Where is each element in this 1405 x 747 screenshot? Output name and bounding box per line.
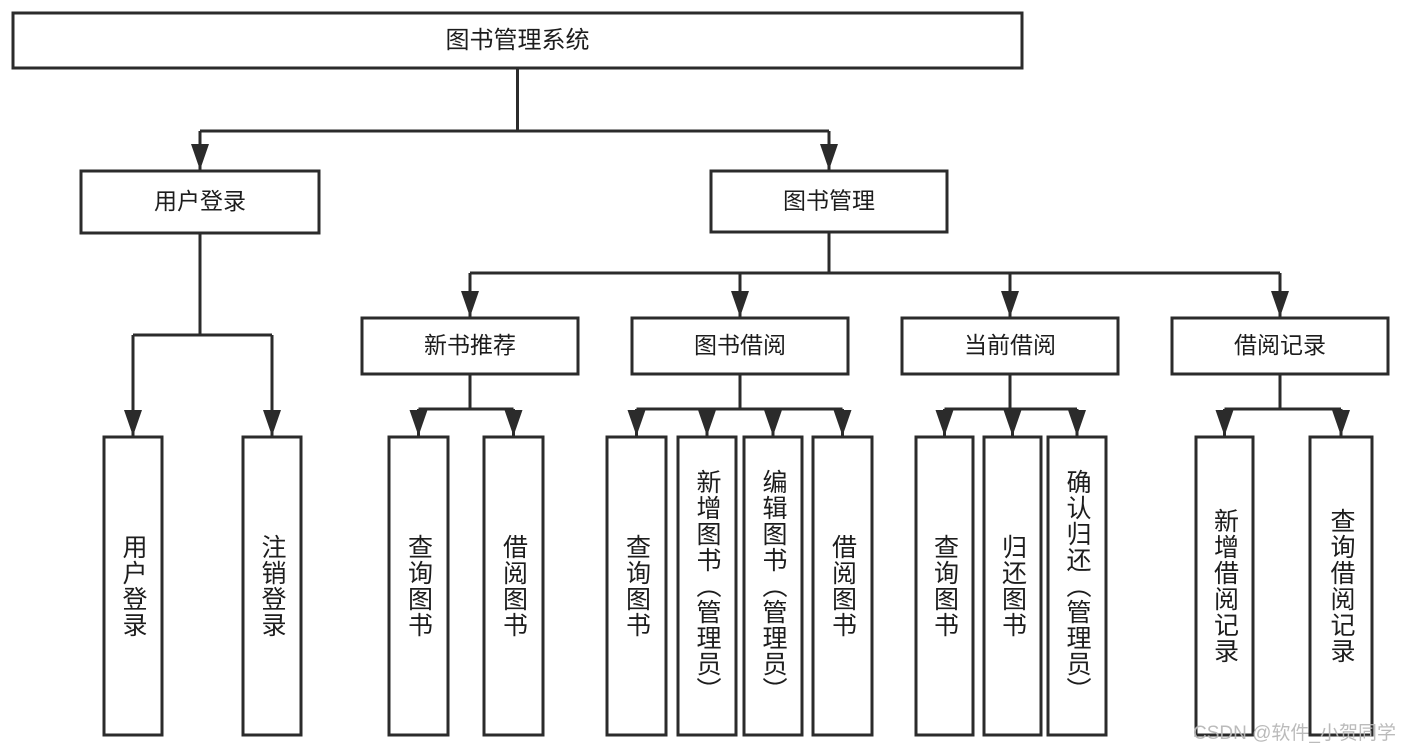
arrow-head-icon [627,410,646,436]
node-label-book-borrow: 图书借阅 [694,332,786,358]
arrow-head-icon [731,291,749,317]
arrow-head-icon [124,410,142,436]
arrow-head-icon [764,410,782,436]
arrow-head-icon [461,291,479,317]
node-box-user-login[interactable] [79,169,321,235]
node-box-current-borrow[interactable] [900,316,1120,376]
connector-layer [124,68,1350,436]
node-box-leaf-logout[interactable] [241,435,303,737]
arrow-head-icon [1332,410,1350,436]
node-box-leaf-user-login[interactable] [102,435,164,737]
csdn-watermark: CSDN @软件_小贺同学 [1193,723,1396,744]
node-box-leaf-add-book-admin[interactable] [676,435,738,737]
arrow-head-icon [504,410,523,436]
arrow-head-icon [833,410,852,436]
node-box-leaf-confirm-return-admin[interactable] [1046,435,1108,737]
node-box-leaf-edit-book-admin[interactable] [742,435,804,737]
arrow-head-icon [191,144,209,170]
arrow-head-icon [1001,291,1019,317]
arrow-head-icon [1215,410,1234,436]
node-box-root[interactable] [11,11,1024,70]
node-label-root: 图书管理系统 [446,27,590,54]
arrow-head-icon [409,410,428,436]
node-box-book-borrow[interactable] [630,316,850,376]
arrow-head-icon [1003,410,1022,436]
arrow-head-icon [263,410,281,436]
node-box-leaf-query-borrow-record[interactable] [1308,435,1374,737]
box-layer [11,11,1390,737]
arrow-head-icon [935,410,954,436]
node-box-leaf-borrow-book[interactable] [811,435,874,737]
node-label-book-management: 图书管理 [783,188,875,214]
node-box-leaf-borrow-book-recommend[interactable] [482,435,545,737]
node-label-current-borrow: 当前借阅 [964,332,1056,358]
node-box-leaf-return-book[interactable] [982,435,1043,737]
arrow-head-icon [1068,410,1086,436]
node-label-new-book-recommend: 新书推荐 [424,332,516,358]
node-box-borrow-record[interactable] [1170,316,1390,376]
node-box-leaf-query-book[interactable] [605,435,668,737]
arrow-head-icon [820,144,838,170]
node-label-borrow-record: 借阅记录 [1234,332,1326,358]
node-box-new-book-recommend[interactable] [360,316,580,376]
node-label-user-login: 用户登录 [154,188,246,214]
node-box-book-management[interactable] [709,169,949,234]
arrow-head-icon [1271,291,1289,317]
node-box-leaf-query-book-recommend[interactable] [387,435,450,737]
arrow-head-icon [698,410,716,436]
node-box-leaf-add-borrow-record[interactable] [1194,435,1255,737]
node-box-leaf-query-book-current[interactable] [914,435,975,737]
